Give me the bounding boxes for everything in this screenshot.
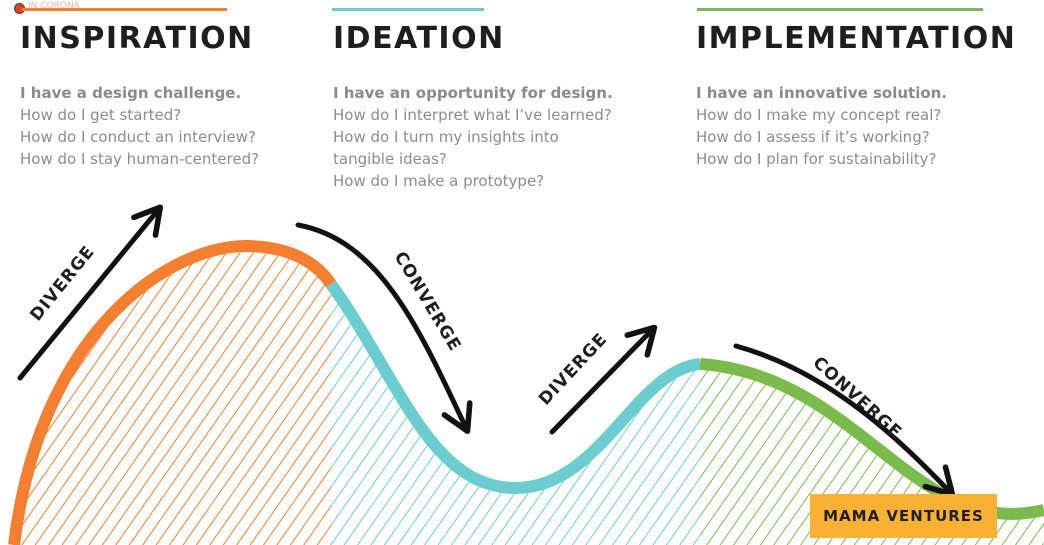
ideation-lead: I have an opportunity for design. (333, 84, 613, 102)
diverge-arrow (17, 204, 164, 381)
converge-arrow (733, 343, 956, 498)
inspiration-question: How do I stay human-centered? (20, 150, 260, 168)
implementation-question: How do I make my concept real? (696, 106, 942, 124)
inspiration-curve (8, 239, 336, 545)
implementation-question: How do I plan for sustainability? (696, 150, 937, 168)
ideation-text: I have an opportunity for design. How do… (333, 82, 613, 192)
inspiration-question: How do I get started? (20, 106, 182, 124)
implementation-bar (697, 8, 983, 11)
ideation-question: How do I turn my insights into (333, 128, 559, 146)
converge-arrow (295, 222, 473, 434)
ideation-question: How do I make a prototype? (333, 172, 545, 190)
ideation-hatch-area (331, 284, 700, 545)
inspiration-text: I have a design challenge. How do I get … (20, 82, 259, 170)
implementation-question: How do I assess if it’s working? (696, 128, 930, 146)
implementation-curve (699, 358, 1044, 520)
ideation-question: tangible ideas? (333, 150, 447, 168)
mama-ventures-badge: MAMA VENTURES (810, 494, 997, 538)
recording-label: IN CORONA (28, 1, 80, 11)
inspiration-lead: I have a design challenge. (20, 84, 242, 102)
inspiration-bar (22, 8, 227, 11)
implementation-title: IMPLEMENTATION (696, 21, 1017, 56)
inspiration-hatch-area (14, 245, 331, 545)
ideation-title: IDEATION (333, 21, 505, 56)
diverge-arrow (549, 324, 658, 435)
ideation-bar (332, 8, 484, 11)
implementation-text: I have an innovative solution. How do I … (696, 82, 947, 170)
inspiration-question: How do I conduct an interview? (20, 128, 256, 146)
ideation-question: How do I interpret what I’ve learned? (333, 106, 612, 124)
ideation-curve (326, 280, 701, 495)
implementation-hatch-area (700, 364, 1044, 545)
implementation-lead: I have an innovative solution. (696, 84, 948, 102)
diverge-label: DIVERGE (26, 242, 99, 325)
diverge-label: DIVERGE (535, 329, 612, 409)
inspiration-title: INSPIRATION (20, 21, 254, 56)
